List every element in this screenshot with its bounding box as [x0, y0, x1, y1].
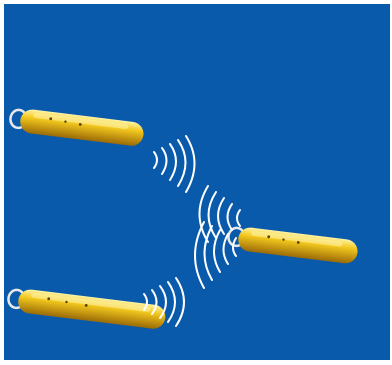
auv-communication-scene [4, 4, 390, 360]
scene-panel [4, 4, 390, 360]
